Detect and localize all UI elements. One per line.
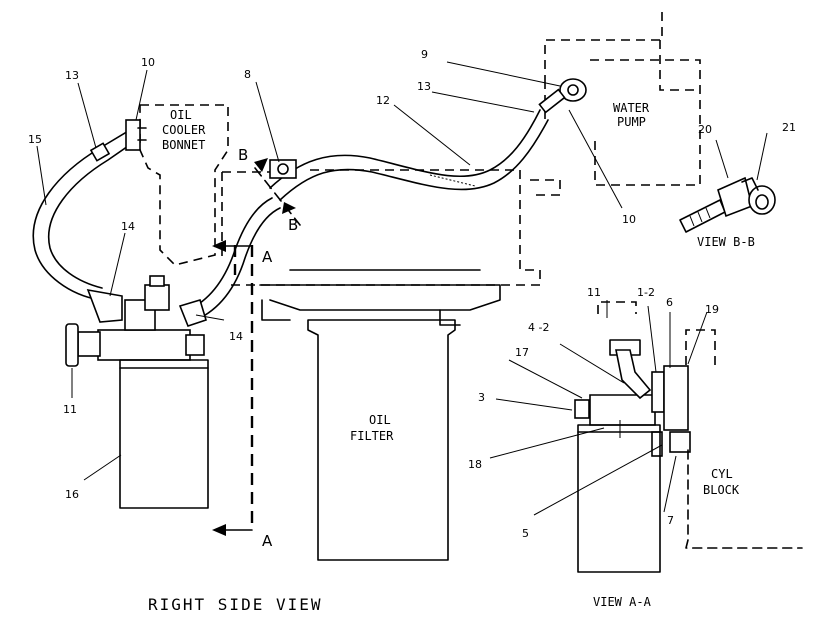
section-b-top-label: B bbox=[238, 146, 248, 164]
leader-lines bbox=[36, 61, 768, 481]
fitting-9 bbox=[538, 78, 587, 114]
view-aa-title: VIEW A-A bbox=[593, 595, 652, 609]
callout-9: 9 bbox=[421, 48, 428, 61]
callout-8: 8 bbox=[244, 68, 251, 81]
callout-19: 19 bbox=[705, 303, 719, 316]
callout-14-right: 14 bbox=[229, 330, 243, 343]
callout-18: 18 bbox=[468, 458, 482, 471]
filter-canister-16 bbox=[119, 359, 209, 509]
callout-15: 15 bbox=[28, 133, 42, 146]
oil-cooler-label-line1: OIL bbox=[170, 108, 192, 122]
oil-filter-base bbox=[259, 269, 501, 326]
fitting-10-top bbox=[125, 119, 147, 151]
callout-10-left: 10 bbox=[141, 56, 155, 69]
callout-21: 21 bbox=[782, 121, 796, 134]
callout-11-aa: 11 bbox=[587, 286, 601, 299]
cyl-block-label-line2: BLOCK bbox=[703, 483, 740, 497]
oil-cooler-bonnet: OIL COOLER BONNET bbox=[139, 104, 229, 266]
callout-13-left: 13 bbox=[65, 69, 79, 82]
oil-filter-label-line2: FILTER bbox=[350, 429, 394, 443]
water-pump-label-line2: PUMP bbox=[617, 115, 646, 129]
callout-3: 3 bbox=[478, 391, 485, 404]
hose-assembly-12 bbox=[269, 109, 549, 201]
section-b-bottom-label: B bbox=[288, 216, 298, 234]
callout-10-right: 10 bbox=[622, 213, 636, 226]
oil-cooler-label-line3: BONNET bbox=[162, 138, 205, 152]
clamp-8 bbox=[269, 159, 297, 179]
coupling-13-left bbox=[89, 142, 111, 162]
view-bb-title: VIEW B-B bbox=[697, 235, 755, 249]
callout-16: 16 bbox=[65, 488, 79, 501]
callout-6: 6 bbox=[666, 296, 673, 309]
callout-4-2: 4 -2 bbox=[528, 321, 549, 334]
callout-14-left: 14 bbox=[121, 220, 135, 233]
right-side-view-title: RIGHT SIDE VIEW bbox=[148, 595, 323, 614]
view-bb-fitting bbox=[679, 176, 776, 233]
oil-cooler-label-line2: COOLER bbox=[162, 123, 206, 137]
oil-filter: OIL FILTER bbox=[307, 319, 456, 561]
section-line-a: A A bbox=[212, 240, 273, 550]
engine-housing bbox=[221, 169, 561, 286]
section-a-top-label: A bbox=[262, 248, 273, 266]
filter-head bbox=[65, 275, 205, 367]
section-a-bottom-label: A bbox=[262, 532, 273, 550]
callout-13-top: 13 bbox=[417, 80, 431, 93]
oil-filter-label-line1: OIL bbox=[369, 413, 391, 427]
callout-7: 7 bbox=[667, 514, 674, 527]
section-line-b: B B bbox=[238, 146, 301, 234]
elbow-14-left bbox=[86, 288, 123, 323]
view-aa-assembly: CYL BLOCK bbox=[489, 300, 803, 573]
hose-assembly-15 bbox=[32, 129, 135, 301]
water-pump-label-line1: WATER bbox=[613, 101, 650, 115]
callout-17: 17 bbox=[515, 346, 529, 359]
callout-5: 5 bbox=[522, 527, 529, 540]
callout-20: 20 bbox=[698, 123, 712, 136]
callout-1-2: 1-2 bbox=[637, 286, 655, 299]
callout-12: 12 bbox=[376, 94, 390, 107]
callout-numbers: 9 13 12 8 10 13 15 14 14 11 16 10 20 21 … bbox=[28, 48, 796, 540]
cyl-block-label-line1: CYL bbox=[711, 467, 733, 481]
callout-11-left: 11 bbox=[63, 403, 77, 416]
elbow-14-right bbox=[178, 299, 207, 327]
